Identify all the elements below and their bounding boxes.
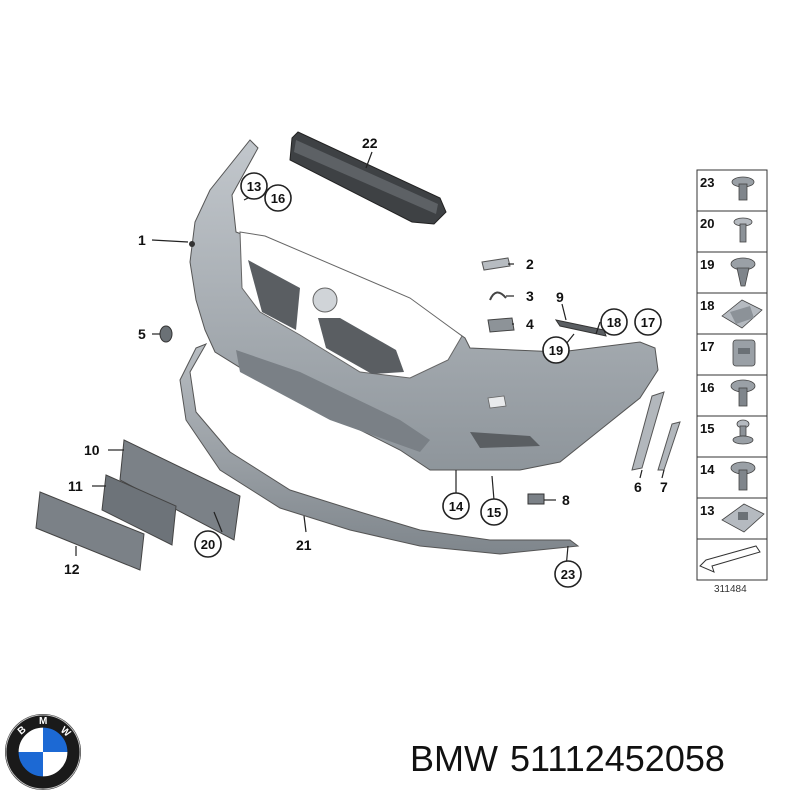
bmw-logo-icon: B M W [5,714,81,790]
callout-18-circle: 18 [600,308,628,336]
part-number: 51112452058 [509,738,725,779]
callout-22: 22 [362,135,378,151]
fastener-icon-16 [730,379,756,407]
callout-2: 2 [526,256,534,272]
svg-text:23: 23 [561,567,575,582]
part-2-cap [481,257,511,271]
absorber-part-22 [289,131,447,225]
callout-3: 3 [526,288,534,304]
part-3-clip [489,291,507,301]
legend-item-13: 13 [700,503,714,518]
fastener-icon-13 [721,503,765,533]
callout-5: 5 [138,326,146,342]
diagram-code: 311484 [714,584,747,595]
callout-19-circle: 19 [542,336,570,364]
svg-text:19: 19 [549,343,563,358]
spoiler-part-21 [179,343,580,555]
panel-part-11 [101,474,177,546]
fastener-icon-19 [730,257,756,287]
callout-9: 9 [556,289,564,305]
legend-item-14: 14 [700,462,715,477]
callout-20-circle: 20 [194,530,222,558]
callout-15-circle: 15 [480,498,508,526]
part-5-plug [159,325,173,343]
svg-text:18: 18 [607,315,621,330]
part-6-strip [631,391,665,471]
fastener-icon-18 [721,299,763,329]
fastener-legend: 23 20 19 18 17 16 15 14 13 [696,169,768,581]
part-caption: BMW 51112452058 [410,738,737,780]
callout-21: 21 [296,537,312,553]
fastener-icon-23 [731,176,755,201]
part-4-bracket [487,317,515,333]
callout-13-circle: 13 [240,172,268,200]
callout-11: 11 [68,478,83,494]
svg-text:16: 16 [271,191,285,206]
leader-lines [75,151,665,569]
callout-10: 10 [84,442,100,458]
legend-item-23: 23 [700,175,714,190]
brand-name: BMW [410,738,498,779]
fastener-icon-14 [730,461,756,491]
callout-17-circle: 17 [634,308,662,336]
callout-23-circle: 23 [554,560,582,588]
part-7-strip [657,421,681,471]
legend-item-15: 15 [700,421,714,436]
panel-part-12 [35,491,145,571]
legend-item-19: 19 [700,257,714,272]
callout-16-circle: 16 [264,184,292,212]
svg-text:13: 13 [247,179,261,194]
fastener-icon-20 [733,217,753,243]
callout-7: 7 [660,479,668,495]
legend-item-18: 18 [700,298,714,313]
fastener-icon-15 [732,419,754,445]
panel-part-10 [119,439,241,541]
callout-1: 1 [138,232,146,248]
callout-14-circle: 14 [442,492,470,520]
fastener-icon-arrow [699,545,761,573]
callout-4: 4 [526,316,534,332]
part-8-clip [527,493,545,505]
callout-12: 12 [64,561,80,577]
callout-6: 6 [634,479,642,495]
svg-text:20: 20 [201,537,215,552]
callout-8: 8 [562,492,570,508]
part-9-bracket [554,319,607,337]
svg-text:M: M [39,716,47,727]
svg-text:15: 15 [487,505,501,520]
legend-item-20: 20 [700,216,714,231]
fastener-icon-17 [732,339,756,367]
svg-text:14: 14 [449,499,464,514]
svg-text:17: 17 [641,315,655,330]
legend-item-16: 16 [700,380,714,395]
bumper-part-1 [189,139,659,471]
legend-item-17: 17 [700,339,714,354]
